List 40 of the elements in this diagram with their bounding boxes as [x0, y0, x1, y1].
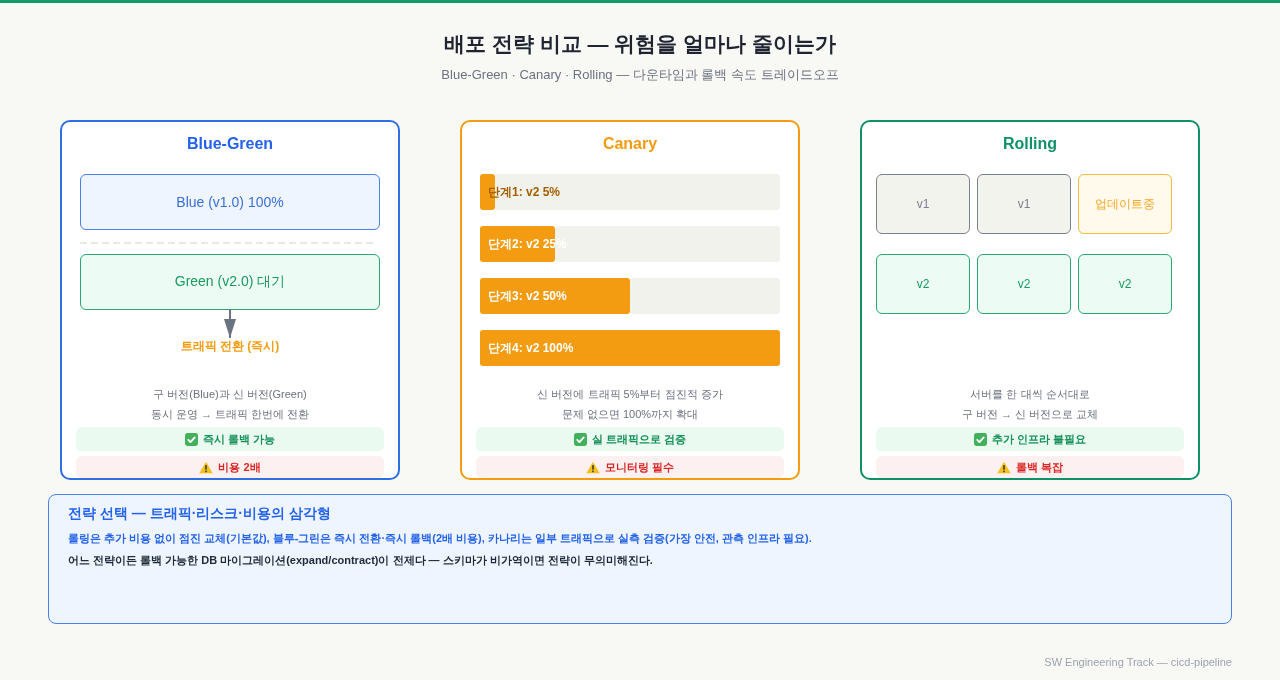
strategy-card [60, 120, 400, 480]
description-text: 신 버전에 트래픽 5%부터 점진적 증가 문제 없으면 100%까지 확대 [537, 387, 723, 422]
summary-text: 롤링은 추가 비용 없이 점진 교체(기본값), 블루-그린은 즉시 전환·즉시 롤백(2배 비용), 카나리는 일부 트래픽으로 실측 검증(가장 안전, 관측 인프라 필요). [68, 531, 812, 546]
tag-text: 추가 인프라 불필요 [991, 432, 1087, 446]
tag-text: 즉시 롤백 가능 [202, 432, 276, 446]
tag-text: 비용 2배 [218, 460, 261, 474]
stage-label: 단계3: v2 50% [488, 288, 567, 304]
arrow [224, 309, 236, 339]
environment-box: Blue (v1.0) 100% [80, 174, 380, 230]
warning-tag [76, 456, 384, 478]
subtitle-text: Blue-Green · Canary · Rolling — 다운타임과 롤백 속도 트레이드오프 [441, 66, 839, 84]
transition-label: 트래픽 전환 (즉시) [180, 338, 280, 354]
benefit-tag [876, 427, 1184, 451]
tag-text: 모니터링 필수 [604, 460, 675, 474]
summary-text: 어느 전략이든 롤백 가능한 DB 마이그레이션(expand/contract)이 전제다 — 스키마가 비가역이면 전략이 무의미해진다. [68, 553, 653, 568]
benefit-tag [476, 427, 784, 451]
footer-text: SW Engineering Track — cicd-pipeline [1044, 655, 1232, 670]
server-box: v2 [1078, 254, 1172, 314]
environment-box: Green (v2.0) 대기 [80, 254, 380, 310]
summary-panel [48, 494, 1232, 624]
description-text: 서버를 한 대씩 순서대로 구 버전 → 신 버전으로 교체 [961, 387, 1099, 422]
warning-tag [876, 456, 1184, 478]
summary-heading: 전략 선택 — 트래픽·리스크·비용의 삼각형 [68, 504, 331, 523]
warning-tag [476, 456, 784, 478]
description-text: 구 버전(Blue)과 신 버전(Green) 동시 운영 → 트래픽 한번에 전환 [150, 387, 310, 422]
benefit-tag [76, 427, 384, 451]
server-box: v1 [876, 174, 970, 234]
strategy-card [860, 120, 1200, 480]
tag-text: 롤백 복잡 [1015, 460, 1064, 474]
card-heading: Rolling [1002, 134, 1058, 154]
stage-label: 단계4: v2 100% [488, 340, 574, 356]
card-heading: Canary [602, 134, 658, 154]
server-box: 업데이트중 [1078, 174, 1172, 234]
page-title: 배포 전략 비교 — 위험을 얼마나 줄이는가 [444, 31, 836, 57]
server-box: v1 [977, 174, 1071, 234]
tag-text: 실 트래픽으로 검증 [591, 432, 687, 446]
server-box: v2 [876, 254, 970, 314]
card-heading: Blue-Green [186, 134, 274, 154]
server-box: v2 [977, 254, 1071, 314]
strategy-card [460, 120, 800, 480]
